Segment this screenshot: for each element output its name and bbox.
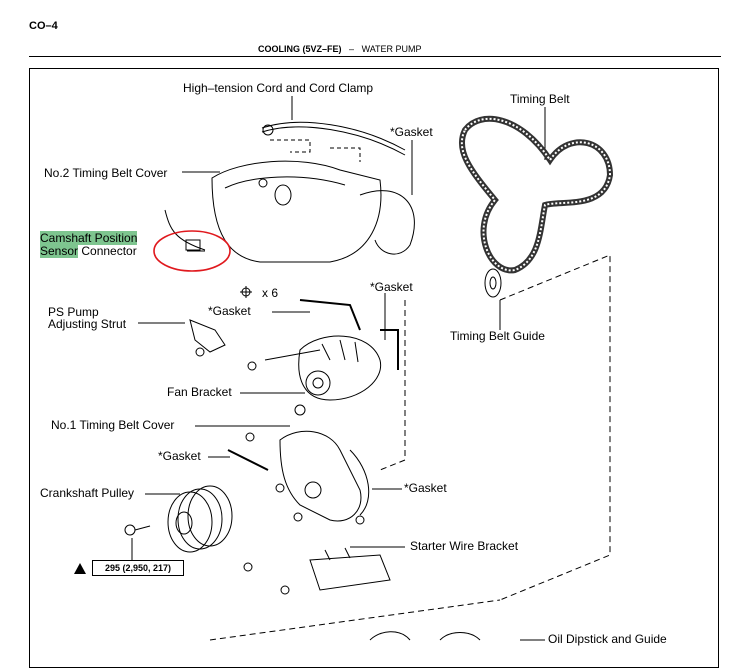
label-starter-wire-bracket: Starter Wire Bracket bbox=[410, 539, 519, 553]
label-connector: Connector bbox=[78, 244, 137, 258]
header-separator: – bbox=[349, 44, 355, 54]
label-high-tension-cord: High–tension Cord and Cord Clamp bbox=[183, 81, 374, 95]
header-subsection: WATER PUMP bbox=[361, 44, 422, 54]
label-no2-timing-belt-cover: No.2 Timing Belt Cover bbox=[44, 166, 168, 180]
label-gasket-left: *Gasket bbox=[158, 449, 201, 463]
header-section: COOLING (5VZ–FE) bbox=[258, 44, 342, 54]
highlight-camshaft-position: Camshaft Position bbox=[40, 231, 138, 245]
label-timing-belt-guide: Timing Belt Guide bbox=[450, 329, 545, 343]
label-camshaft-sensor-line2: Sensor Connector bbox=[40, 244, 137, 258]
label-oil-dipstick: Oil Dipstick and Guide bbox=[548, 632, 667, 646]
label-ps-pump-line1: PS Pump bbox=[48, 305, 99, 319]
label-camshaft-sensor-line1: Camshaft Position bbox=[40, 231, 138, 245]
label-gasket-right: *Gasket bbox=[370, 280, 413, 294]
highlight-sensor: Sensor bbox=[40, 244, 79, 258]
label-fan-bracket: Fan Bracket bbox=[167, 385, 232, 399]
label-gasket-mid: *Gasket bbox=[208, 304, 251, 318]
label-timing-belt: Timing Belt bbox=[510, 92, 570, 106]
label-crankshaft-pulley: Crankshaft Pulley bbox=[40, 486, 135, 500]
page-header: COOLING (5VZ–FE) – WATER PUMP bbox=[0, 44, 752, 58]
torque-spec-box: 295 (2,950, 217) bbox=[92, 560, 184, 576]
page-id: CO–4 bbox=[29, 20, 58, 32]
label-no1-timing-belt-cover: No.1 Timing Belt Cover bbox=[51, 418, 175, 432]
header-rule bbox=[29, 56, 721, 57]
label-ps-pump-line2: Adjusting Strut bbox=[48, 317, 127, 331]
label-gasket-lower: *Gasket bbox=[404, 481, 447, 495]
label-gasket-top: *Gasket bbox=[390, 125, 433, 139]
torque-triangle-icon bbox=[74, 563, 86, 574]
label-bolts-x6: x 6 bbox=[262, 286, 279, 300]
exploded-view-diagram bbox=[124, 96, 614, 641]
header-text: COOLING (5VZ–FE) – WATER PUMP bbox=[258, 44, 422, 54]
red-annotation-circle bbox=[153, 230, 231, 272]
